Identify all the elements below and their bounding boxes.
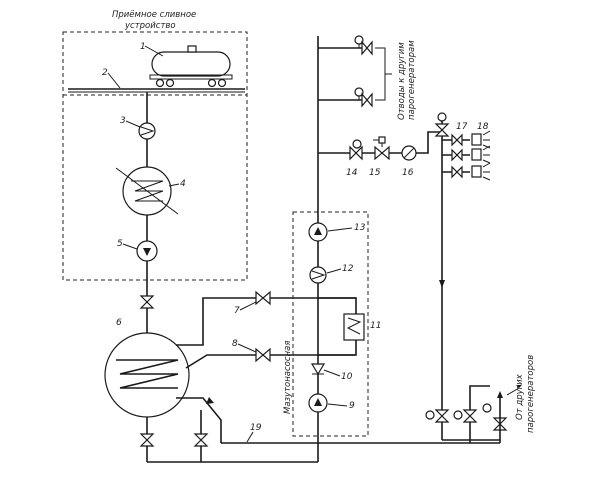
receiving-device-frame <box>62 31 248 281</box>
tank-car <box>149 45 233 88</box>
burner-18-row1 <box>471 130 491 149</box>
branches-label-2: парогенераторам <box>407 40 417 120</box>
receiving-device-label-2: устройство <box>124 21 176 31</box>
num-8: 8 <box>232 339 238 349</box>
check-valve-10 <box>310 363 326 376</box>
valve-14 <box>349 139 363 161</box>
meter-16 <box>401 145 417 161</box>
branches-label: Отводы к другим <box>397 42 407 120</box>
num-18: 18 <box>477 122 489 132</box>
receiving-device-label-1: Приёмное сливное <box>112 10 196 20</box>
pump-5 <box>136 240 158 262</box>
valve-return-3 <box>482 403 508 431</box>
num-15: 15 <box>369 168 381 178</box>
num-12: 12 <box>342 264 354 274</box>
valve-return-2 <box>453 409 478 423</box>
num-5: 5 <box>117 239 123 249</box>
valve-8 <box>255 347 271 363</box>
num-19: 19 <box>250 423 262 433</box>
regulator-15 <box>373 136 390 161</box>
num-10: 10 <box>341 372 353 382</box>
valve-boiler-inlet <box>139 295 155 309</box>
pipe-8 <box>185 354 355 369</box>
pump-station-frame <box>292 211 369 437</box>
num-16: 16 <box>402 168 414 178</box>
valve-17-row1 <box>451 133 463 147</box>
pump-3 <box>138 122 156 140</box>
num-9: 9 <box>349 401 355 411</box>
burner-18-row3 <box>471 162 491 181</box>
num-1: 1 <box>140 42 146 52</box>
valve-branch-mid <box>354 87 373 108</box>
num-17: 17 <box>456 122 468 132</box>
num-2: 2 <box>102 68 108 78</box>
valve-drain-left <box>139 433 155 447</box>
pump-12 <box>309 266 327 284</box>
num-11: 11 <box>370 321 381 331</box>
num-6: 6 <box>116 318 122 328</box>
valve-branch-top <box>354 35 373 56</box>
from-others-label: От других <box>515 373 525 420</box>
num-7: 7 <box>234 306 240 316</box>
num-3: 3 <box>120 116 126 126</box>
valve-return-1 <box>425 409 450 423</box>
heater-11 <box>343 313 365 341</box>
valve-drain-right <box>193 433 209 447</box>
num-13: 13 <box>354 223 366 233</box>
valve-7 <box>255 290 271 306</box>
from-others-label-2: парогенераторов <box>526 355 536 433</box>
pump-station-label: Мазутонасосная <box>283 341 293 414</box>
burner-18-row2 <box>471 145 491 164</box>
valve-17-row3 <box>451 165 463 179</box>
valve-17-row2 <box>451 148 463 162</box>
pump-13 <box>308 222 328 242</box>
pipe-outlet <box>176 397 222 443</box>
pipe-7 <box>176 297 356 346</box>
num-14: 14 <box>346 168 358 178</box>
num-4: 4 <box>180 179 186 189</box>
pipe-burner-supply <box>318 131 442 154</box>
heater-4 <box>115 166 179 216</box>
pump-9 <box>308 393 328 413</box>
valve-burner-main <box>434 112 450 137</box>
